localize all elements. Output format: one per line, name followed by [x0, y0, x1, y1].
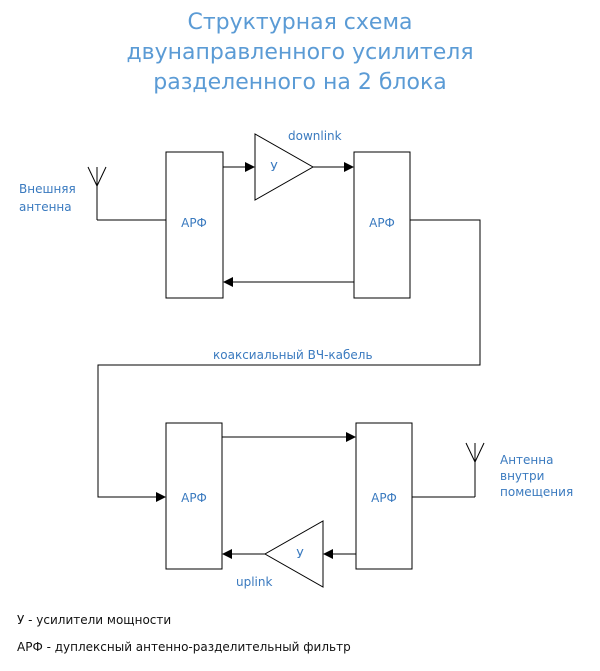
indoor-antenna-label-3: помещения — [500, 485, 573, 499]
legend-amplifier: У - усилители мощности — [17, 613, 172, 627]
downlink-amplifier — [254, 133, 315, 201]
duplexer-label-top-right: АРФ — [369, 216, 395, 230]
title-line-2: двунаправленного усилителя — [126, 40, 474, 65]
uplink-amplifier-label: У — [296, 547, 304, 561]
downlink-amplifier-label: У — [270, 160, 278, 174]
duplexer-block-top-left — [165, 151, 224, 299]
title-line-1: Структурная схема — [187, 10, 413, 35]
external-antenna-label-2: антенна — [19, 200, 72, 214]
coaxial-cable-line — [97, 219, 481, 502]
uplink-amplifier — [263, 520, 324, 588]
indoor-antenna-label-1: Антенна — [500, 453, 553, 467]
indoor-antenna-label-2: внутри — [500, 469, 544, 483]
downlink-label: downlink — [288, 129, 342, 143]
duplexer-block-bottom-left — [165, 422, 223, 570]
coaxial-cable-label: коаксиальный ВЧ-кабель — [213, 348, 373, 362]
duplexer-label-bottom-right: АРФ — [371, 491, 397, 505]
duplexer-label-bottom-left: АРФ — [181, 491, 207, 505]
legend-duplexer: АРФ - дуплексный антенно-разделительный … — [17, 640, 351, 654]
external-antenna-label-1: Внешняя — [19, 182, 76, 196]
duplexer-block-bottom-right — [355, 422, 413, 570]
indoor-antenna-icon — [412, 442, 485, 498]
diagram-title: Структурная схема двунаправленного усили… — [0, 8, 600, 98]
uplink-label: uplink — [236, 575, 272, 589]
duplexer-block-top-right — [353, 151, 411, 299]
duplexer-label-top-left: АРФ — [181, 216, 207, 230]
title-line-3: разделенного на 2 блока — [153, 70, 447, 95]
external-antenna-icon — [87, 166, 166, 221]
